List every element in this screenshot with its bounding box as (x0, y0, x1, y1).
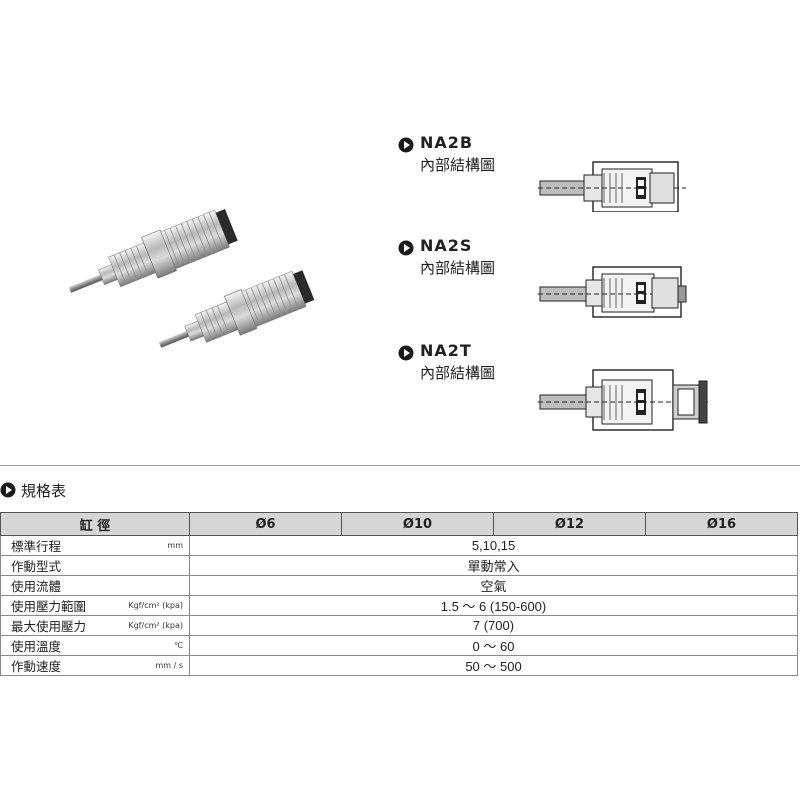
spec-heading-label: 規格表 (21, 482, 67, 500)
internal-structure-drawing (538, 369, 708, 431)
param-name: 最大使用壓力 (11, 619, 87, 634)
circle-arrow-icon (398, 137, 414, 153)
table-row: 使用流體 空氣 (0, 575, 798, 596)
spec-header-row: 缸 徑 Ø6 Ø10 Ø12 Ø16 (0, 512, 798, 536)
value-cell: 5,10,15 (189, 535, 798, 556)
param-name: 標準行程 (11, 539, 62, 554)
variant-na2t: NA2T 內部結構圖 (398, 341, 728, 435)
product-photo (68, 209, 315, 348)
variant-model: NA2B (420, 133, 474, 152)
param-unit: Kgf/cm² (kpa) (128, 601, 183, 610)
table-row: 作動型式 單動常入 (0, 555, 798, 576)
table-row: 使用溫度 ℃ 0 ～ 60 (0, 635, 798, 656)
table-row: 使用壓力範圍 Kgf/cm² (kpa) 1.5 ～ 6 (150-600) (0, 595, 798, 616)
table-row: 最大使用壓力 Kgf/cm² (kpa) 7 (700) (0, 615, 798, 636)
table-row: 標準行程 mm 5,10,15 (0, 535, 798, 556)
param-unit: Kgf/cm² (kpa) (128, 621, 183, 630)
value-cell: 7 (700) (189, 615, 798, 636)
circle-arrow-icon (398, 345, 414, 361)
circle-arrow-icon (0, 482, 16, 498)
spec-table: 缸 徑 Ø6 Ø10 Ø12 Ø16 標準行程 mm 5,10,15 作動型式 單… (0, 512, 798, 676)
variant-na2b: NA2B 內部結構圖 (398, 133, 728, 227)
value-cell: 空氣 (189, 575, 798, 596)
table-row: 作動速度 mm / s 50 ～ 500 (0, 655, 798, 676)
header-bore-label: 缸 徑 (0, 512, 190, 536)
cylinder-photo-large (68, 209, 238, 293)
param-cell: 作動速度 mm / s (0, 655, 190, 676)
param-unit: mm (167, 541, 183, 550)
value-cell: 0 ～ 60 (189, 635, 798, 656)
param-name: 使用壓力範圍 (11, 599, 87, 614)
value-cell: 50 ～ 500 (189, 655, 798, 676)
header-bore: Ø10 (341, 512, 494, 536)
variant-na2s: NA2S 內部結構圖 (398, 236, 728, 330)
param-name: 作動型式 (11, 559, 62, 574)
cylinder-photo-small (158, 270, 315, 348)
variant-caption: 內部結構圖 (420, 259, 496, 277)
internal-structure-drawing (538, 161, 686, 212)
value-cell: 1.5 ～ 6 (150-600) (189, 595, 798, 616)
param-cell: 使用壓力範圍 Kgf/cm² (kpa) (0, 595, 190, 616)
header-bore: Ø12 (493, 512, 646, 536)
variant-caption: 內部結構圖 (420, 156, 496, 174)
value-cell: 單動常入 (189, 555, 798, 576)
section-divider (0, 465, 800, 466)
param-unit: ℃ (174, 641, 183, 650)
header-bore: Ø6 (189, 512, 342, 536)
variant-model: NA2S (420, 236, 473, 255)
variant-model: NA2T (420, 341, 472, 360)
param-cell: 使用流體 (0, 575, 190, 596)
header-bore: Ø16 (645, 512, 798, 536)
param-cell: 使用溫度 ℃ (0, 635, 190, 656)
param-name: 作動速度 (11, 659, 62, 674)
variant-caption: 內部結構圖 (420, 364, 496, 382)
param-unit: mm / s (155, 661, 183, 670)
param-cell: 最大使用壓力 Kgf/cm² (kpa) (0, 615, 190, 636)
param-name: 使用流體 (11, 579, 62, 594)
param-name: 使用溫度 (11, 639, 62, 654)
circle-arrow-icon (398, 240, 414, 256)
param-cell: 作動型式 (0, 555, 190, 576)
param-cell: 標準行程 mm (0, 535, 190, 556)
internal-structure-drawing (538, 266, 687, 318)
